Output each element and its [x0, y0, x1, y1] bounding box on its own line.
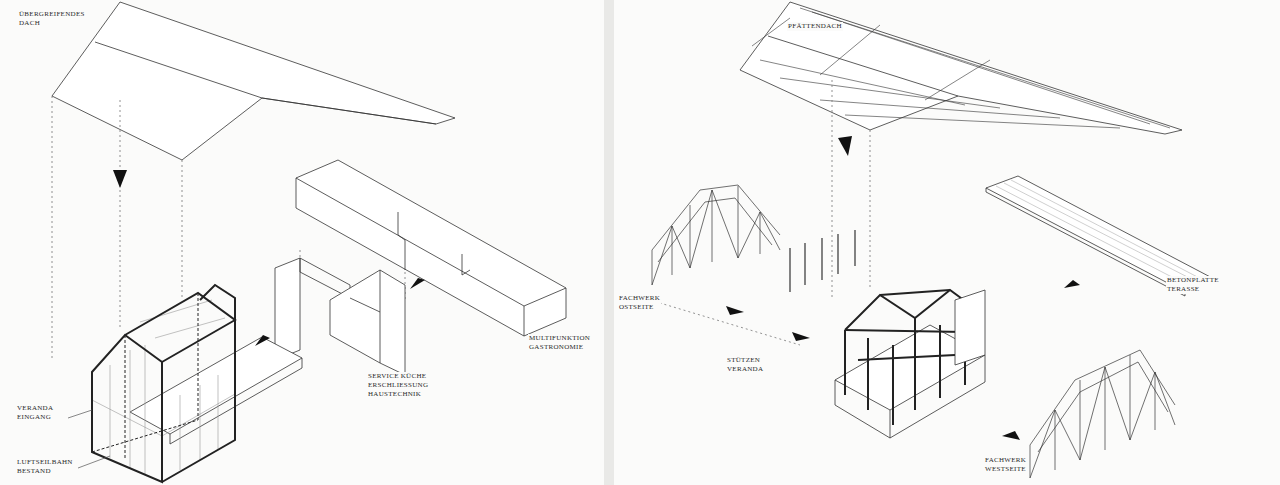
right-drawing: [650, 2, 1216, 478]
part-label: FACHWERK OSTSEITE: [618, 294, 661, 312]
part-label: STÜTZEN VERANDA: [726, 356, 764, 374]
part-label: MULTIFUNKTION GASTRONOMIE: [528, 334, 591, 352]
arrow-heads: [113, 170, 425, 346]
part-label: ÜBERGREIFENDES DACH: [18, 10, 86, 28]
leader-line: [78, 456, 110, 468]
part-label: PFÄTTENDACH: [787, 22, 843, 31]
left-panel: [0, 0, 604, 485]
part-label: BETONPLATTE TERASSE: [1166, 276, 1220, 294]
part-label: VERANDA EINGANG: [16, 404, 54, 422]
right-panel: [614, 0, 1280, 485]
part-label: SERVICE KÜCHE ERSCHLIESSUNG HAUSTECHNIK: [367, 372, 429, 399]
left-drawing: [52, 2, 566, 444]
house-volume: [92, 285, 235, 482]
part-label: LUFTSEILBAHN BESTAND: [16, 458, 74, 476]
part-label: FACHWERK WESTSEITE: [984, 456, 1027, 474]
leader-line: [68, 410, 92, 418]
arrow-heads: [726, 136, 1080, 440]
